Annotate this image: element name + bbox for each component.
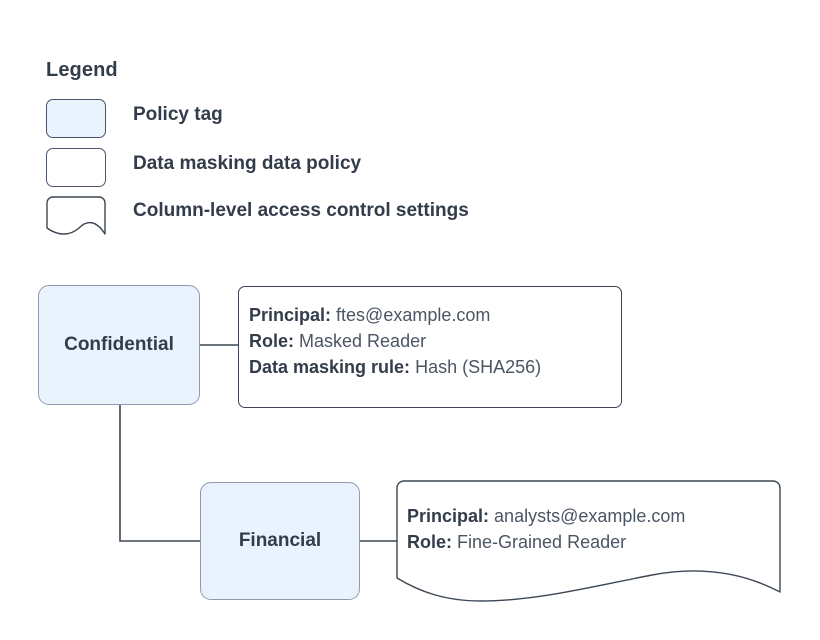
annotation-row-value: Fine-Grained Reader: [457, 532, 627, 552]
legend-label-column-access-settings: Column-level access control settings: [133, 200, 469, 221]
legend-swatch-policy-tag: [46, 99, 106, 138]
legend-label-policy-tag: Policy tag: [133, 104, 223, 125]
annotation-row-value: ftes@example.com: [336, 305, 491, 325]
annotation-row-value: Hash (SHA256): [415, 357, 542, 377]
annotation-financial-wave-shape: [396, 480, 781, 602]
annotation-row-key: Principal:: [407, 506, 490, 526]
annotation-row: Role: Fine-Grained Reader: [407, 529, 685, 555]
annotation-confidential-policy: Principal: ftes@example.com Role: Masked…: [238, 286, 622, 408]
annotation-row-value: Masked Reader: [299, 331, 427, 351]
legend-title: Legend: [46, 59, 118, 81]
annotation-financial-policy: Principal: analysts@example.com Role: Fi…: [397, 481, 781, 602]
annotation-row: Principal: ftes@example.com: [249, 302, 541, 328]
annotation-row-key: Principal:: [249, 305, 332, 325]
annotation-row: Role: Masked Reader: [249, 328, 541, 354]
annotation-row-key: Data masking rule:: [249, 357, 411, 377]
annotation-row: Principal: analysts@example.com: [407, 503, 685, 529]
annotation-row-value: analysts@example.com: [494, 506, 686, 526]
legend-swatch-data-masking-policy: [46, 148, 106, 187]
connector-confidential-to-financial: [119, 405, 200, 542]
node-confidential[interactable]: Confidential: [38, 285, 200, 405]
node-financial-label: Financial: [238, 530, 322, 551]
legend-swatch-wave-shape: [46, 196, 106, 235]
node-financial[interactable]: Financial: [200, 482, 360, 600]
legend-swatch-column-access-settings: [46, 196, 106, 238]
annotation-row: Data masking rule: Hash (SHA256): [249, 354, 541, 380]
node-confidential-label: Confidential: [64, 334, 174, 355]
annotation-row-key: Role:: [407, 532, 452, 552]
legend-label-data-masking-policy: Data masking data policy: [133, 153, 362, 174]
annotation-row-key: Role:: [249, 331, 294, 351]
